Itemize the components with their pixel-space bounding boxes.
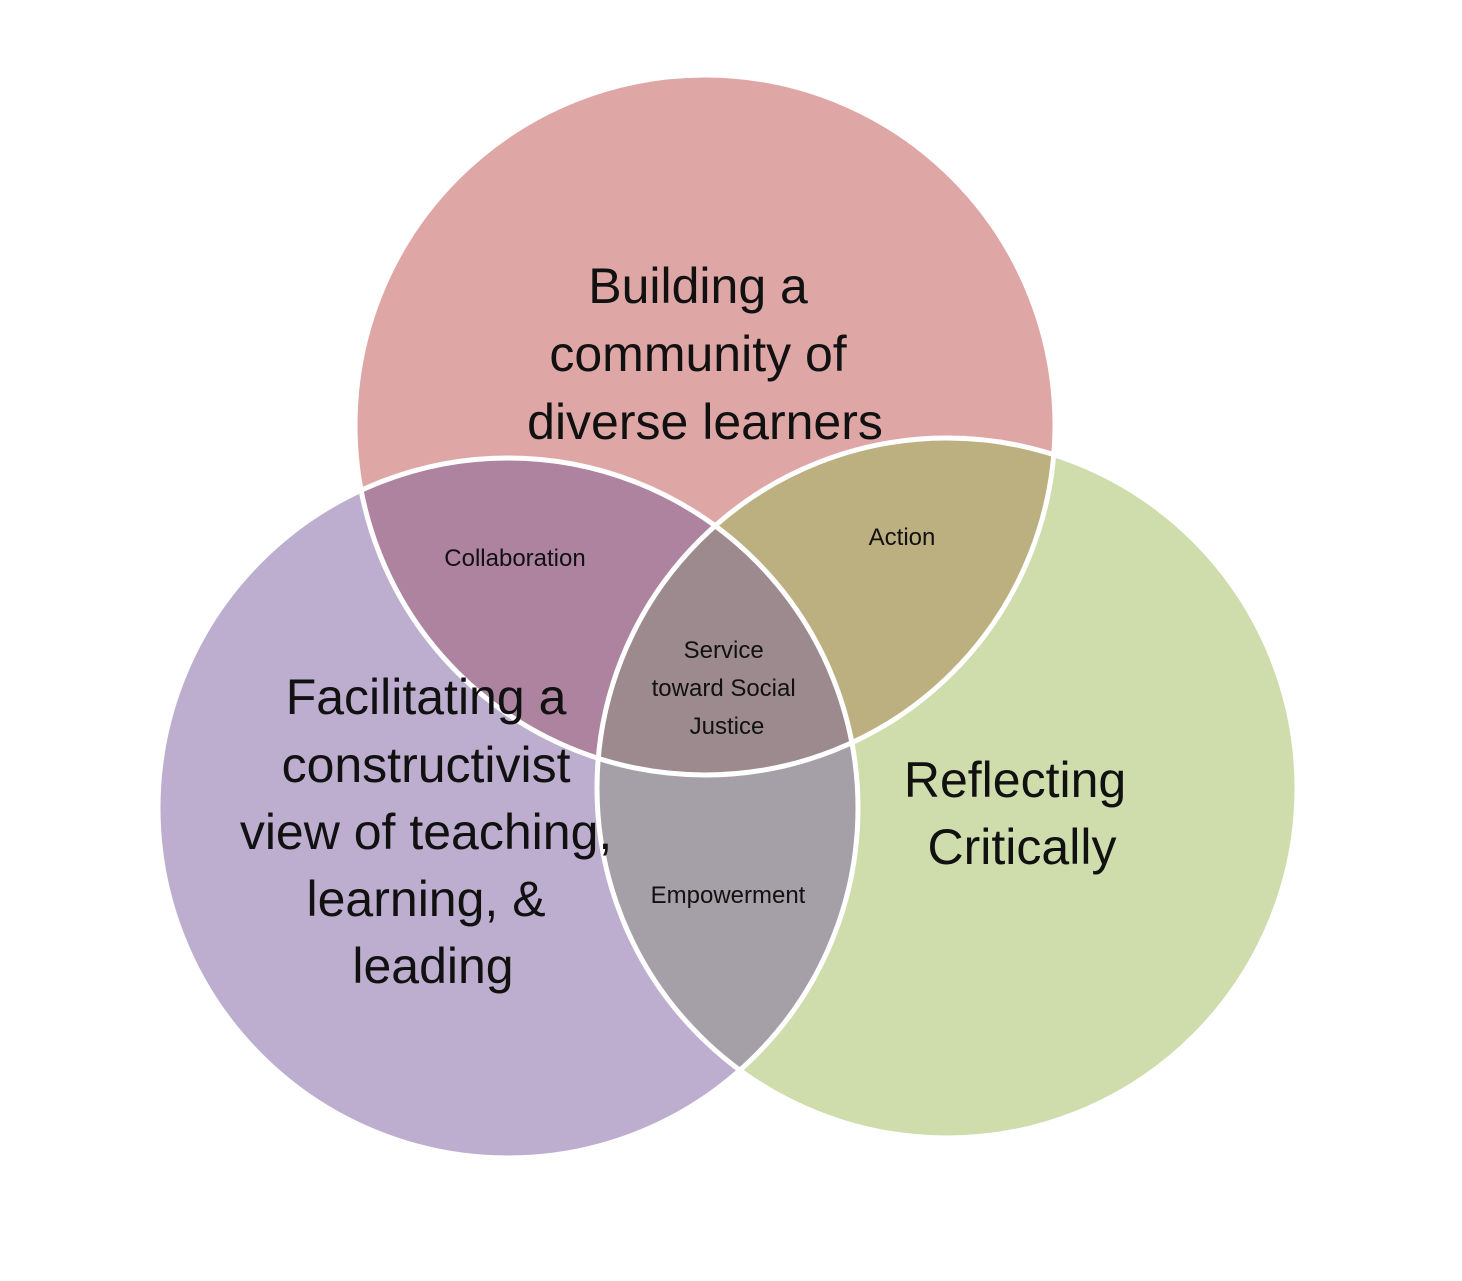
center-label-line-2: toward Social (652, 675, 796, 702)
left-circle-outline (155, 455, 861, 1161)
action-label: Action (869, 524, 936, 551)
collaboration-label: Collaboration (444, 545, 585, 572)
right-label-line-2: Critically (928, 819, 1117, 875)
center-label: Service toward Social Justice (652, 637, 803, 740)
top-label-line-1: Building a (588, 258, 808, 314)
right-circle-label: Reflecting Critically (904, 752, 1140, 875)
top-circle-label: Building a community of diverse learners (527, 258, 883, 450)
empowerment-label: Empowerment (651, 882, 806, 909)
left-label-line-5: leading (352, 938, 513, 994)
top-label-line-3: diverse learners (527, 394, 883, 450)
right-circle-outline (594, 435, 1300, 1141)
center-overlap (597, 458, 858, 775)
top-label-line-2: community of (549, 326, 846, 382)
left-label-line-4: learning, & (307, 871, 546, 927)
right-label-line-1: Reflecting (904, 752, 1126, 808)
center-label-line-3: Justice (690, 713, 765, 740)
left-label-line-3: view of teaching, (240, 804, 612, 860)
left-circle-label: Facilitating a constructivist view of te… (240, 669, 626, 994)
top-circle-outline (352, 72, 1058, 778)
left-label-line-1: Facilitating a (286, 669, 567, 725)
center-label-line-1: Service (684, 637, 764, 664)
left-label-line-2: constructivist (282, 737, 571, 793)
